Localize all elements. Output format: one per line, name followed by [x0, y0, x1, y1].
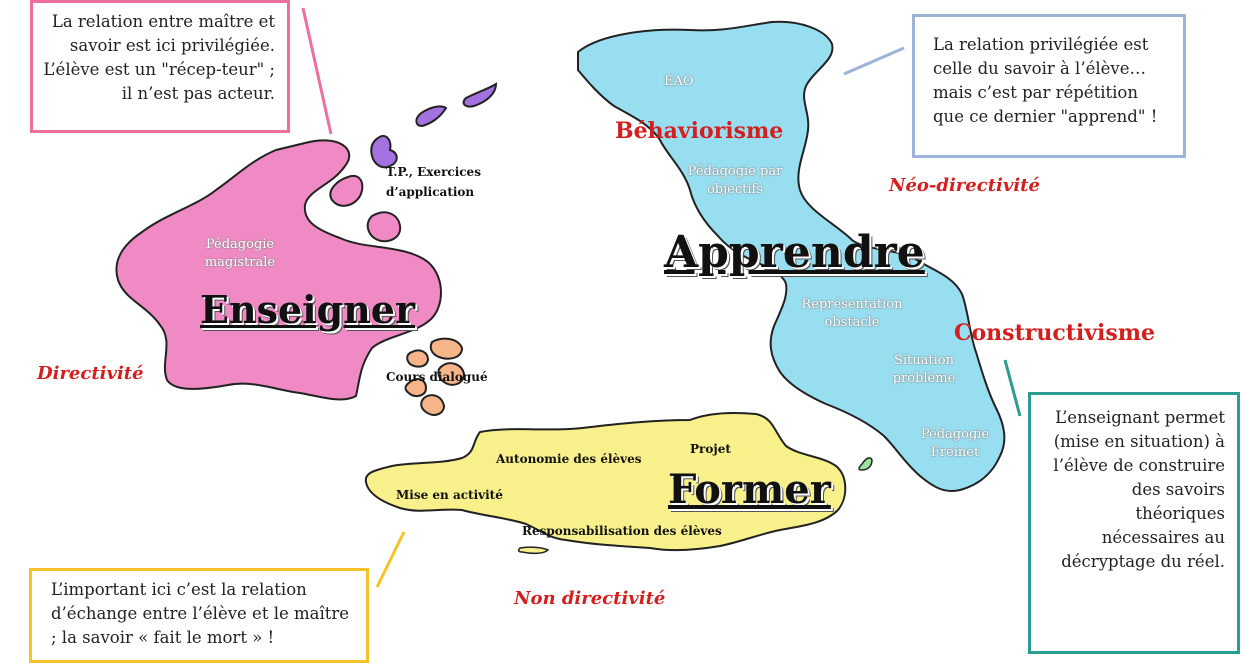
callout-echange-text: L’important ici c’est la relation d’écha…: [51, 580, 350, 647]
island-former: [364, 411, 847, 552]
islet-pink-b: [366, 211, 402, 243]
current-behaviorisme: Béhaviorisme: [615, 118, 784, 144]
islet-pink-a: [329, 174, 364, 207]
label-autonomie: Autonomie des élèves: [496, 452, 642, 466]
islet-orange-d: [404, 378, 428, 397]
islet-orange-a: [429, 337, 464, 360]
label-projet: Projet: [690, 442, 731, 456]
label-representation-obstacle: Représentation obstacle: [801, 297, 903, 330]
label-eao: EAO: [664, 74, 694, 89]
islet-green: [858, 457, 873, 471]
callout-echange: L’important ici c’est la relation d’écha…: [29, 568, 369, 663]
connector-blue: [843, 46, 905, 76]
islet-purple-b: [415, 105, 448, 128]
connector-teal: [1003, 359, 1022, 417]
callout-maitre-savoir-text: La relation entre maître et savoir est i…: [43, 12, 275, 103]
island-enseigner: [115, 139, 442, 401]
current-constructivisme: Constructivisme: [954, 320, 1156, 346]
islet-yellow: [517, 546, 550, 555]
title-enseigner: Enseigner: [200, 287, 415, 332]
label-cours-dialogue: Cours dialogué: [386, 370, 488, 384]
callout-savoir-eleve-text: La relation privilégiée est celle du sav…: [933, 35, 1158, 126]
current-directivite: Directivité: [37, 363, 144, 384]
connector-pink: [301, 7, 333, 135]
current-neo-directivite: Néo-directivité: [889, 175, 1040, 196]
title-former: Former: [668, 466, 831, 513]
callout-maitre-savoir: La relation entre maître et savoir est i…: [30, 0, 290, 133]
label-pedagogie-freinet: Pédagogie Freinet: [920, 427, 990, 460]
island-apprendre: [577, 20, 1006, 492]
islet-orange-c: [437, 362, 466, 386]
islet-orange-b: [406, 349, 430, 368]
callout-enseignant-text: L’enseignant permet (mise en situation) …: [1053, 408, 1225, 571]
current-non-directivite: Non directivité: [514, 588, 666, 609]
label-situation-probleme: Situation problème: [892, 353, 956, 386]
title-apprendre: Apprendre: [664, 227, 925, 278]
label-mise-en-activite: Mise en activité: [396, 488, 503, 502]
connector-yellow: [375, 531, 406, 588]
callout-savoir-eleve: La relation privilégiée est celle du sav…: [912, 14, 1186, 158]
label-tp-exercices: T.P., Exercices d’application: [386, 165, 481, 199]
islet-purple-c: [462, 82, 498, 108]
callout-enseignant: L’enseignant permet (mise en situation) …: [1028, 392, 1240, 654]
label-pedagogie-magistrale: Pédagogie magistrale: [204, 237, 276, 270]
label-responsabilisation: Responsabilisation des élèves: [522, 524, 722, 538]
islet-purple-a: [370, 134, 398, 169]
label-pedagogie-objectifs: Pédagogie par objectifs: [687, 164, 783, 197]
islet-orange-e: [420, 394, 446, 416]
